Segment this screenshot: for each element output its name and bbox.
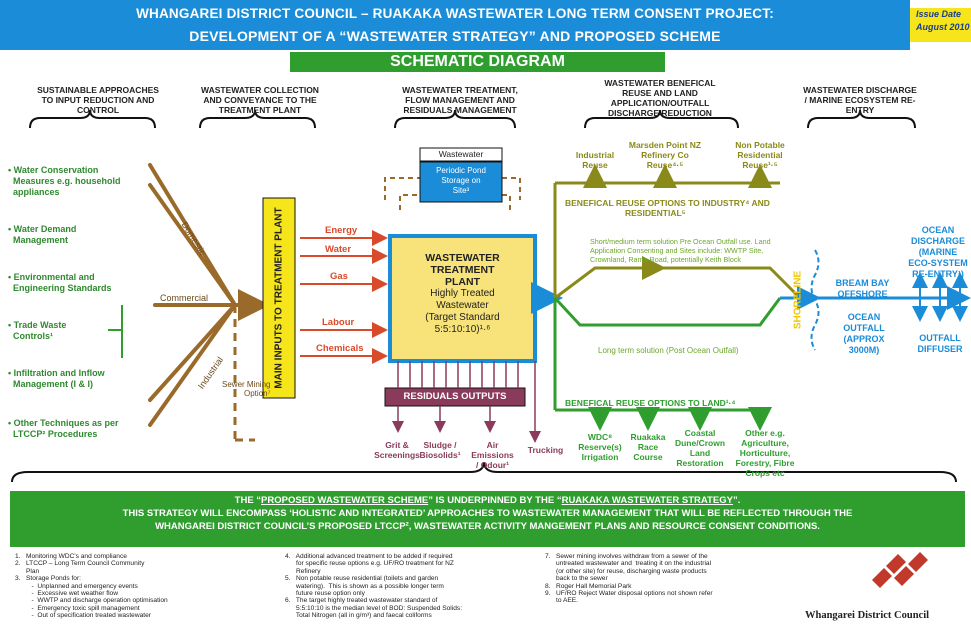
sustainable-item-5: • Infiltration and Inflow Management (I … <box>8 368 105 389</box>
council-name: Whangarei District Council <box>805 610 930 621</box>
flow-lines <box>148 163 270 427</box>
input-chemicals: Chemicals <box>316 343 364 354</box>
input-labour: Labour <box>322 317 355 328</box>
schematic-diagram-label: SCHEMATIC DIAGRAM <box>290 52 665 72</box>
main-inputs-label: MAIN INPUTS TO TREATMENT PLANT <box>273 207 285 389</box>
bottom-brace <box>11 461 957 483</box>
sustainable-item-3: • Environmental and Engineering Standard… <box>8 272 112 293</box>
wdc-logo-mark <box>872 552 928 588</box>
land-options-label: BENEFICAL REUSE OPTIONS TO LAND¹·⁴ <box>565 398 736 408</box>
residual-sludge: Sludge /Biosolids¹ <box>419 440 461 460</box>
industry-options-label: BENEFICAL REUSE OPTIONS TO INDUSTRY⁴ AND… <box>565 198 770 218</box>
sustainable-item-2: • Water Demand Management <box>8 224 77 245</box>
main-inputs-bar: MAIN INPUTS TO TREATMENT PLANT <box>263 198 295 398</box>
sustainable-item-6: • Other Techniques as per LTCCP² Procedu… <box>8 418 119 439</box>
other-land-uses: Other e.g.Agriculture,Horticulture,Fores… <box>735 428 795 478</box>
sustainable-item-4: • Trade Waste Controls¹ <box>8 320 67 341</box>
long-term-solution: Long term solution (Post Ocean Outfall) <box>598 346 739 355</box>
input-energy: Energy <box>325 225 358 236</box>
residual-trucking: Trucking <box>527 445 564 455</box>
input-water: Water <box>325 244 352 255</box>
wastewater-storage-label: Wastewater <box>438 149 484 159</box>
title-line-2: DEVELOPMENT OF A “WASTEWATER STRATEGY” A… <box>189 28 721 44</box>
shoreline-wrap: SHORELINE <box>790 271 810 329</box>
footnotes-col-2: 4. Additional advanced treatment to be a… <box>285 553 463 620</box>
residuals-outputs-header: RESIDUALS OUTPUTS <box>403 391 507 402</box>
title-line-1: WHANGAREI DISTRICT COUNCIL – RUAKAKA WAS… <box>136 6 774 21</box>
issue-date-value: August 2010 <box>916 22 970 32</box>
issue-date-box: Issue Date August 2010 <box>910 8 971 42</box>
residual-grit: Grit &Screenings <box>374 440 420 460</box>
issue-date-label: Issue Date <box>916 9 962 19</box>
statement-line-1: THE “PROPOSED WASTEWATER SCHEME” IS UNDE… <box>234 495 741 506</box>
input-gas: Gas <box>330 271 348 282</box>
input-arrows <box>300 230 388 364</box>
short-term-solution: Short/medium term solution Pre Ocean Out… <box>590 237 771 264</box>
column-heading-discharge: WASTEWATER DISCHARGE/ MARINE ECOSYSTEM R… <box>803 85 917 115</box>
footnotes-col-3: 7. Sewer mining involves withdraw from a… <box>545 553 713 605</box>
statement-line-3: WHANGAREI DISTRICT COUNCIL’S PROPOSED LT… <box>155 521 820 532</box>
column-heading-treatment: WASTEWATER TREATMENT,FLOW MANAGEMENT AND… <box>402 85 518 115</box>
footnotes-col-1: 1. Monitoring WDC's and compliance 2. LT… <box>15 553 168 620</box>
sustainable-item-1: • Water Conservation Measures e.g. house… <box>8 165 121 197</box>
commercial-label: Commercial <box>160 293 209 303</box>
column-braces <box>29 109 916 129</box>
statement-line-2: THIS STRATEGY WILL ENCOMPASS ‘HOLISTIC A… <box>122 508 853 519</box>
title-banner: WHANGAREI DISTRICT COUNCIL – RUAKAKA WAS… <box>0 0 910 50</box>
shoreline-label: SHORELINE <box>792 270 804 330</box>
strategy-statement-band: THE “PROPOSED WASTEWATER SCHEME” IS UNDE… <box>10 491 965 547</box>
